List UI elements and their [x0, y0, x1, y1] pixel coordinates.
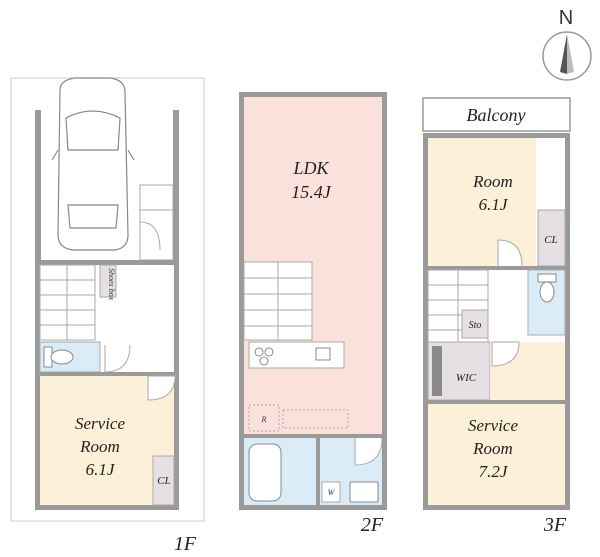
wall: [40, 372, 174, 376]
floor-3f: Balcony Room 6.1J CL Sto: [422, 97, 571, 536]
room-name2-1f: Room: [79, 437, 120, 456]
wall: [174, 260, 179, 510]
wic-label: WIC: [456, 372, 477, 384]
sink-icon: [315, 347, 331, 361]
wall: [423, 133, 570, 138]
wall: [239, 505, 387, 510]
compass-needle-light: [567, 34, 574, 74]
room-size-1f: 6.1J: [86, 460, 116, 479]
washer-label: W: [328, 488, 336, 497]
floor-label-3f: 3F: [543, 514, 567, 536]
wall: [35, 260, 179, 265]
floor-label-1f: 1F: [174, 533, 197, 555]
door-arc: [354, 437, 383, 466]
door-arc: [491, 341, 520, 367]
door-arc: [497, 239, 523, 267]
room-name2-3f-service: Room: [472, 439, 513, 458]
wall: [35, 505, 179, 510]
shoe-box-label: Shoes box: [107, 268, 116, 301]
room-name-3f-service: Service: [468, 416, 518, 435]
bathtub: [248, 443, 282, 502]
floor-1f: Shoes box Service Room 6.1J CL 1F: [10, 77, 205, 555]
washer: [321, 481, 341, 503]
room-3f: [428, 138, 536, 266]
balcony-label: Balcony: [467, 105, 526, 125]
closet-3f: [537, 209, 566, 267]
wall: [565, 133, 570, 510]
floor-label-2f: 2F: [361, 514, 384, 536]
wall: [173, 110, 179, 260]
stove-icon: [254, 347, 274, 366]
basin: [349, 481, 379, 503]
closet-1f: [152, 455, 175, 506]
entrance-steps: [139, 184, 174, 261]
toilet-icon: [537, 273, 557, 303]
shoe-box: [99, 264, 117, 298]
wall: [382, 92, 387, 510]
closet-label-3f: CL: [544, 234, 557, 246]
room-size-3f-service: 7.2J: [479, 462, 509, 481]
room-size-2f: 15.4J: [291, 182, 332, 202]
wall: [239, 92, 244, 510]
wall: [239, 92, 387, 97]
staircase: [243, 261, 313, 341]
car-icon: [51, 77, 135, 251]
door-arc: [104, 344, 131, 373]
wall: [423, 505, 570, 510]
cupboard: [282, 409, 349, 429]
staircase: [427, 269, 489, 343]
service-room-3f: [428, 404, 565, 505]
compass-needle-dark: [560, 34, 567, 74]
closet-shelf: [432, 346, 442, 396]
door-arc: [147, 375, 176, 401]
wall: [428, 266, 565, 270]
balcony: [422, 97, 571, 132]
closet-label-1f: CL: [157, 475, 170, 487]
wall: [316, 438, 320, 505]
wall: [35, 260, 40, 510]
room-name-3f: Room: [472, 172, 513, 191]
storage: [461, 309, 489, 339]
storage-label: Sto: [469, 320, 482, 331]
wall: [244, 434, 382, 438]
staircase: [39, 264, 96, 341]
refrigerator-label: R: [261, 415, 267, 424]
wall: [35, 110, 41, 260]
compass: N: [542, 7, 592, 81]
floor-2f: R W LDK 15.4J 2F: [239, 92, 387, 536]
compass-letter: N: [559, 7, 573, 29]
kitchen-counter: [248, 341, 345, 369]
wall: [428, 400, 565, 404]
room-name-1f: Service: [75, 414, 125, 433]
wall: [423, 133, 428, 510]
room-size-3f: 6.1J: [479, 195, 509, 214]
room-name-2f: LDK: [292, 158, 329, 178]
toilet-icon: [43, 346, 74, 368]
